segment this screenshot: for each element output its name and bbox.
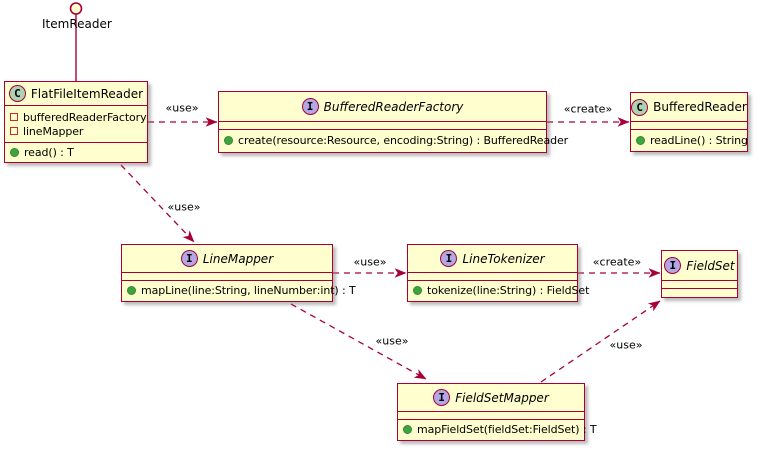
- method-label: create(resource:Resource, encoding:Strin…: [238, 134, 569, 147]
- interface-name: LineMapper: [202, 251, 274, 266]
- class-circle-icon: C: [8, 85, 26, 102]
- class-name: FlatFileItemReader: [30, 86, 144, 101]
- method-row: mapFieldSet(fieldSet:FieldSet) : T: [398, 423, 597, 436]
- interface-name: BufferedReaderFactory: [323, 99, 464, 114]
- interface-name: LineTokenizer: [462, 251, 545, 266]
- method-label: mapFieldSet(fieldSet:FieldSet) : T: [417, 423, 597, 436]
- class-circle-icon: C: [631, 98, 649, 116]
- interface-circle-icon: I: [664, 257, 682, 274]
- edge-label-use: «use»: [165, 101, 199, 115]
- method-label: readLine() : String: [650, 133, 748, 147]
- method-icon: [636, 135, 645, 145]
- lollipop-label: ItemReader: [42, 17, 112, 31]
- field-icon: [10, 113, 18, 121]
- interface-box-linemapper: I LineMapper mapLine(line:String, lineNu…: [121, 244, 356, 302]
- method-label: mapLine(line:String, lineNumber:int) : T: [141, 284, 356, 297]
- empty-fields-compartment: [122, 272, 332, 280]
- class-name: BufferedReader: [653, 100, 747, 114]
- method-label: read() : T: [24, 145, 74, 159]
- edge-label-use: «use»: [375, 334, 409, 348]
- edge-label-use: «use»: [167, 200, 201, 214]
- empty-methods-compartment: [662, 288, 737, 296]
- interface-circle-icon: I: [301, 98, 319, 115]
- empty-fields-compartment: [219, 121, 546, 129]
- field-label: lineMapper: [23, 124, 84, 138]
- interface-circle-icon: I: [440, 250, 458, 267]
- interface-name: FieldSetMapper: [455, 390, 549, 405]
- interface-circle-icon: I: [433, 389, 451, 406]
- method-icon: [224, 136, 233, 145]
- interface-box-fieldsetmapper: I FieldSetMapper mapFieldSet(fieldSet:Fi…: [397, 383, 597, 441]
- interface-circle-icon: I: [180, 250, 198, 267]
- method-row: read() : T: [5, 146, 147, 159]
- edge-label-create: «create»: [592, 255, 642, 269]
- field-row: lineMapper: [5, 125, 147, 138]
- empty-fields-compartment: [662, 280, 737, 288]
- method-icon: [10, 147, 19, 157]
- method-icon: [403, 425, 412, 434]
- class-box-flatfileitemreader: C FlatFileItemReader bufferedReaderFacto…: [4, 81, 148, 163]
- method-label: tokenize(line:String) : FieldSet: [427, 284, 590, 297]
- method-row: create(resource:Resource, encoding:Strin…: [219, 134, 568, 147]
- method-icon: [127, 286, 136, 295]
- method-icon: [413, 286, 422, 295]
- method-row: tokenize(line:String) : FieldSet: [408, 284, 589, 297]
- empty-fields-compartment: [631, 121, 747, 129]
- edge-label-use: «use»: [353, 255, 387, 269]
- field-label: bufferedReaderFactory: [23, 110, 147, 124]
- edge-label-use: «use»: [609, 338, 643, 352]
- empty-fields-compartment: [398, 411, 584, 419]
- field-row: bufferedReaderFactory: [5, 111, 147, 124]
- method-row: readLine() : String: [631, 133, 748, 147]
- edge-label-create: «create»: [563, 102, 613, 116]
- interface-box-fieldset: I FieldSet: [661, 250, 738, 298]
- empty-fields-compartment: [408, 272, 577, 280]
- interface-name: FieldSet: [686, 258, 735, 273]
- interface-box-bufferedreaderfactory: I BufferedReaderFactory create(resource:…: [218, 91, 568, 153]
- class-box-bufferedreader: C BufferedReader readLine() : String: [630, 92, 748, 152]
- interface-box-linetokenizer: I LineTokenizer tokenize(line:String) : …: [407, 244, 589, 302]
- method-row: mapLine(line:String, lineNumber:int) : T: [122, 284, 356, 297]
- lollipop-circle-icon: [69, 2, 83, 15]
- field-icon: [10, 127, 18, 135]
